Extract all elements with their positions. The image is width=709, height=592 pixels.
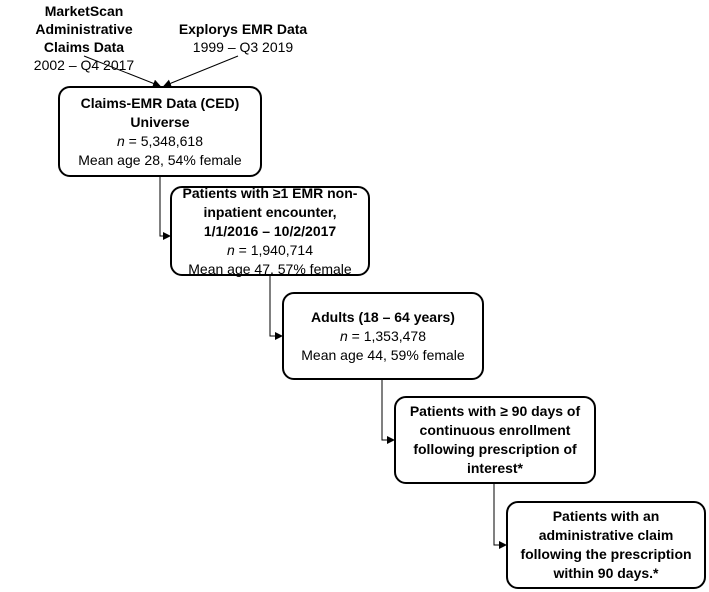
source-marketscan-title-2: Claims Data [43,39,125,55]
box-ced-universe: Claims-EMR Data (CED) Universe n = 5,348… [58,86,262,177]
box-emr-stats: Mean age 47, 57% female [188,260,352,277]
arrow-box3-to-box4 [381,380,395,444]
box-ced-count: n = 5,348,618 [117,132,203,151]
box-ced-title-1: Claims-EMR Data (CED) [80,94,240,111]
box-adults-count: n = 1,353,478 [340,327,426,346]
box-ced-stats: Mean age 28, 54% female [78,151,242,168]
n-value: = 5,348,618 [124,132,204,149]
source-explorys-dates: 1999 – Q3 2019 [192,39,294,55]
box-claim-title-2: administrative claim [538,527,674,543]
box-claim-title-3: following the prescription [520,546,692,562]
source-marketscan-title-1: MarketScan Administrative [35,3,133,37]
box-ced-title-2: Universe [130,113,190,130]
arrow-ced-to-box2 [159,177,171,240]
source-explorys: Explorys EMR Data 1999 – Q3 2019 [168,20,318,56]
source-marketscan: MarketScan Administrative Claims Data 20… [2,2,166,74]
box-enroll-title-1: Patients with ≥ 90 days of [409,403,581,419]
arrow-explorys-to-ced [163,55,239,88]
arrow-marketscan-to-ced [83,55,161,88]
box-continuous-enrollment: Patients with ≥ 90 days of continuous en… [394,396,596,484]
source-explorys-title: Explorys EMR Data [178,21,308,37]
box-claim-title-1: Patients with an [552,508,660,524]
box-enroll-title-3: following prescription of [413,441,577,457]
box-claim-title-4: within 90 days.* [553,565,659,581]
n-value: = 1,353,478 [347,327,427,344]
box-emr-title-1: Patients with ≥1 EMR non- [182,184,358,201]
box-emr-title-3: 1/1/2016 – 10/2/2017 [203,222,337,239]
box-emr-count: n = 1,940,714 [227,241,313,260]
arrow-box2-to-box3 [269,276,283,340]
box-enroll-title-2: continuous enrollment [419,422,571,438]
box-emr-title-2: inpatient encounter, [203,203,337,220]
n-value: = 1,940,714 [234,241,314,258]
n-label: n [116,132,125,149]
box-enroll-title-4: interest* [466,460,524,476]
box-emr-encounter: Patients with ≥1 EMR non- inpatient enco… [170,184,370,277]
n-label: n [339,327,348,344]
box-adults-title: Adults (18 – 64 years) [311,308,455,325]
box-adults-stats: Mean age 44, 59% female [301,346,465,363]
box-adults: Adults (18 – 64 years) n = 1,353,478 Mea… [282,292,484,380]
arrow-box4-to-box5 [493,484,507,549]
n-label: n [226,241,235,258]
box-administrative-claim: Patients with an administrative claim fo… [506,501,706,589]
source-marketscan-dates: 2002 – Q4 2017 [33,57,135,73]
